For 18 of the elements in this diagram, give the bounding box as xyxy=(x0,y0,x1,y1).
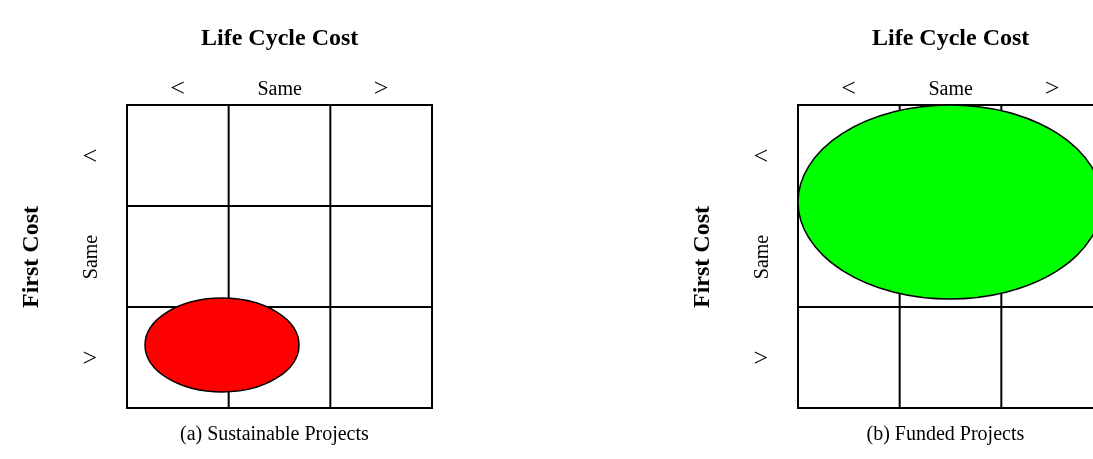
axis-label: < xyxy=(82,142,98,169)
axis-title: First Cost xyxy=(18,205,42,308)
axis-label: > xyxy=(1044,75,1060,101)
axis-label: Same xyxy=(928,78,973,98)
axis-label: < xyxy=(753,142,769,169)
caption: (b) Funded Projects xyxy=(866,423,1025,443)
axis-label: > xyxy=(82,344,98,371)
axis-label: > xyxy=(373,75,389,101)
axis-title: Life Cycle Cost xyxy=(201,25,359,49)
caption: (a) Sustainable Projects xyxy=(180,423,369,443)
axis-label: < xyxy=(170,75,185,101)
axis-title: First Cost xyxy=(689,205,713,308)
axis-label: Same xyxy=(80,234,101,279)
axis-label: Same xyxy=(751,234,772,279)
axis-title: Life Cycle Cost xyxy=(872,25,1030,49)
axis-label: > xyxy=(753,344,769,371)
axis-label: < xyxy=(841,75,856,101)
axis-label: Same xyxy=(257,78,302,98)
